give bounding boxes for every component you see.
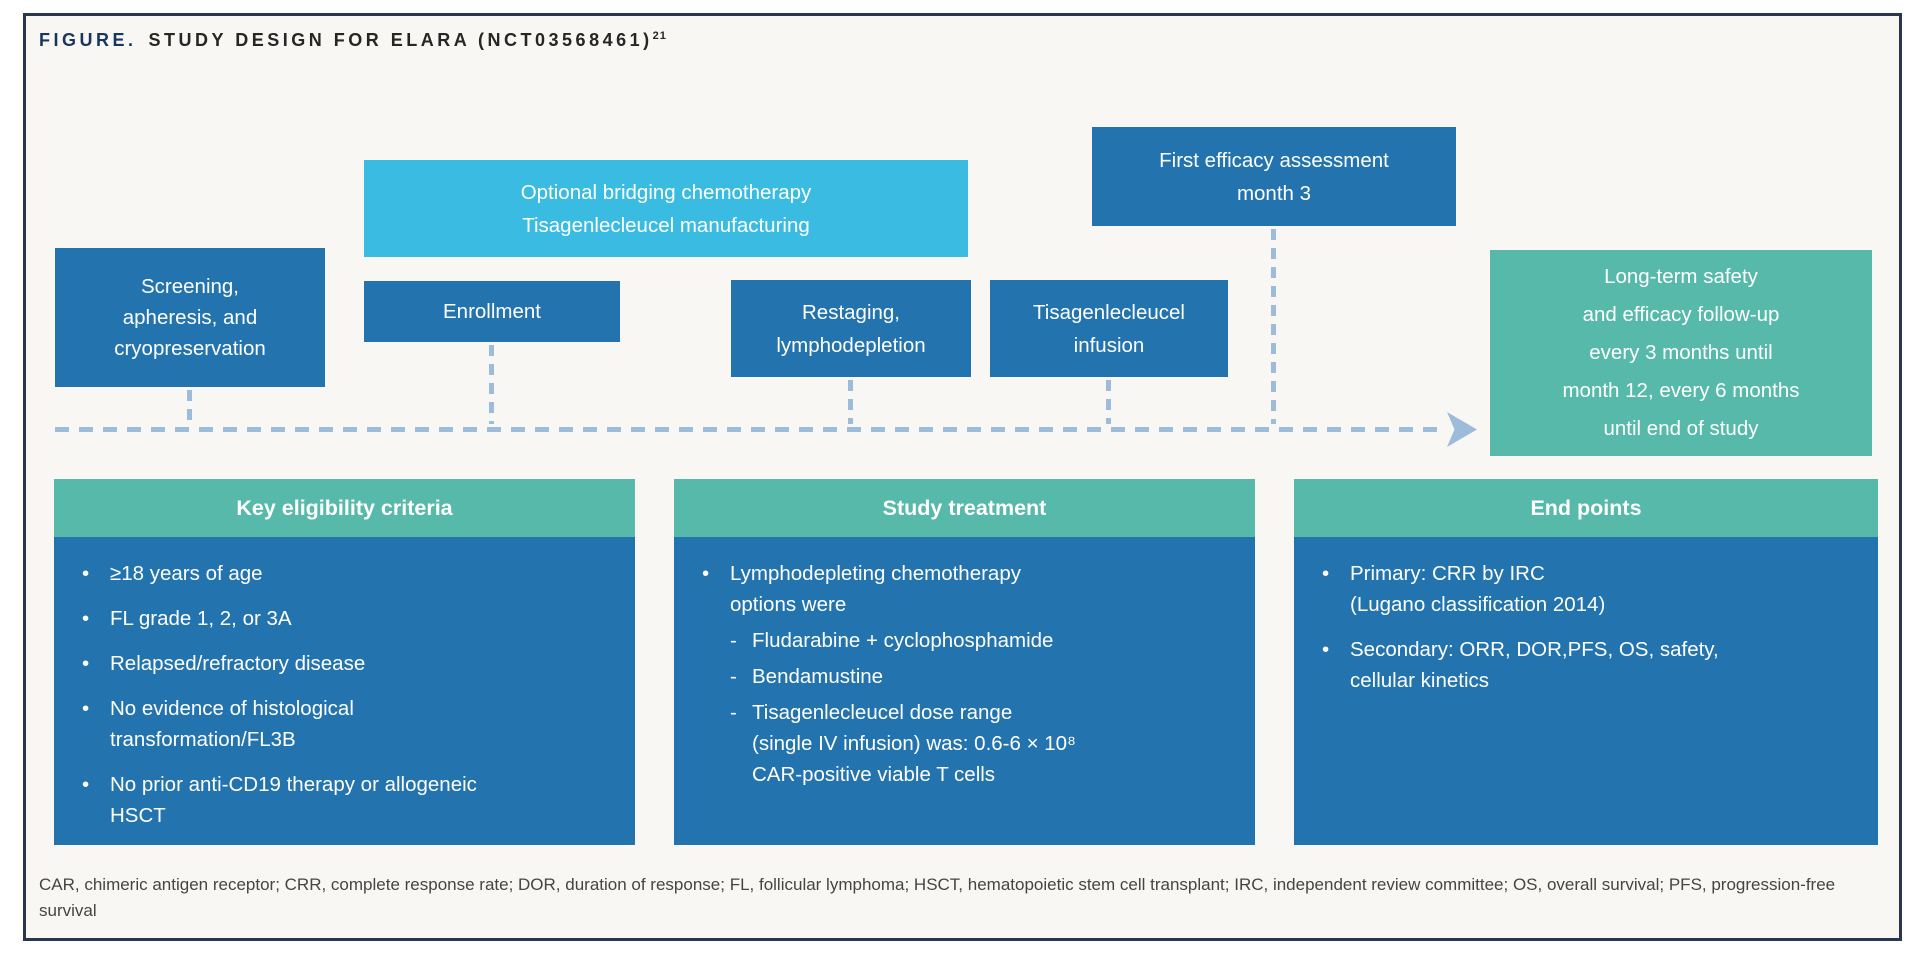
box-tisagenlecleucel-infusion: Tisagenlecleucel infusion [990,280,1228,377]
list-item-text: Secondary: ORR, DOR,PFS, OS, safety, cel… [1350,638,1719,692]
panel-study-treatment: Study treatment • Lymphodepleting chemot… [674,479,1255,845]
arrow-right-icon [1447,411,1478,453]
bullet-icon: • [82,562,90,585]
list-item: • Secondary: ORR, DOR,PFS, OS, safety, c… [1322,634,1860,696]
figure-title-text: STUDY DESIGN FOR ELARA (NCT03568461) [148,30,653,50]
list-item: • No prior anti-CD19 therapy or allogene… [82,769,617,831]
box-restaging-text: Restaging, lymphodepletion [776,300,926,357]
list-item-text: Primary: CRR by IRC (Lugano classificati… [1350,562,1606,616]
list-item-text: Fludarabine + cyclophosphamide [752,629,1054,652]
list-subitem: - Tisagenlecleucel dose range (single IV… [702,697,1237,790]
box-screening-text: Screening, apheresis, and cryopreservati… [114,275,266,360]
dash-icon: - [730,701,737,724]
box-enrollment-text: Enrollment [443,300,541,323]
list-item-text: ≥18 years of age [110,562,263,585]
bullet-icon: • [702,562,710,585]
connector-screening [187,390,192,424]
figure-title-label: FIGURE. [39,30,137,50]
bullet-icon: • [1322,562,1330,585]
connector-enrollment [489,345,494,424]
list-item-text: FL grade 1, 2, or 3A [110,607,292,630]
list-subitem: - Bendamustine [702,661,1237,692]
panel-key-eligibility-criteria: Key eligibility criteria • ≥18 years of … [54,479,635,845]
figure-title: FIGURE. STUDY DESIGN FOR ELARA (NCT035684… [39,30,667,51]
list-subitem: - Fludarabine + cyclophosphamide [702,625,1237,656]
bullet-icon: • [82,607,90,630]
panel-treatment-body: • Lymphodepleting chemotherapy options w… [674,537,1255,845]
figure-footnote: CAR, chimeric antigen receptor; CRR, com… [39,875,1836,921]
box-long-term-text: Long-term safety and efficacy follow-up … [1562,265,1800,440]
list-item: • Primary: CRR by IRC (Lugano classifica… [1322,558,1860,620]
figure-title-superscript: 21 [652,30,667,42]
panel-eligibility-header: Key eligibility criteria [54,479,635,537]
panel-treatment-header: Study treatment [674,479,1255,537]
dash-icon: - [730,665,737,688]
list-item: • Relapsed/refractory disease [82,648,617,679]
panel-endpoints-header: End points [1294,479,1878,537]
box-restaging-lymphodepletion: Restaging, lymphodepletion [731,280,971,377]
list-item-text: Tisagenlecleucel dose range (single IV i… [752,701,1076,786]
panel-end-points: End points • Primary: CRR by IRC (Lugano… [1294,479,1878,845]
bullet-icon: • [82,773,90,796]
panel-endpoints-body: • Primary: CRR by IRC (Lugano classifica… [1294,537,1878,845]
list-item: • ≥18 years of age [82,558,617,589]
box-first-efficacy-assessment: First efficacy assessment month 3 [1092,127,1456,226]
box-first-efficacy-text: First efficacy assessment month 3 [1159,148,1389,205]
connector-first-efficacy [1271,229,1276,424]
list-item: • FL grade 1, 2, or 3A [82,603,617,634]
timeline-dashed-line [55,427,1447,432]
connector-infusion [1106,380,1111,424]
connector-restaging [848,380,853,424]
panel-eligibility-body: • ≥18 years of age • FL grade 1, 2, or 3… [54,537,635,845]
box-screening-apheresis-cryopreservation: Screening, apheresis, and cryopreservati… [55,248,325,387]
bullet-icon: • [82,652,90,675]
bullet-icon: • [82,697,90,720]
dash-icon: - [730,629,737,652]
list-item-text: Lymphodepleting chemotherapy options wer… [730,562,1021,616]
bullet-icon: • [1322,638,1330,661]
box-long-term-follow-up: Long-term safety and efficacy follow-up … [1490,250,1872,456]
list-item-text: No evidence of histological transformati… [110,697,354,751]
box-infusion-text: Tisagenlecleucel infusion [1033,300,1185,357]
box-bridging-chemotherapy-manufacturing: Optional bridging chemotherapy Tisagenle… [364,160,968,257]
box-enrollment: Enrollment [364,281,620,342]
list-item-text: Relapsed/refractory disease [110,652,366,675]
list-item: • No evidence of histological transforma… [82,693,617,755]
list-item-text: No prior anti-CD19 therapy or allogeneic… [110,773,477,827]
box-bridging-text: Optional bridging chemotherapy Tisagenle… [520,180,812,237]
list-item: • Lymphodepleting chemotherapy options w… [702,558,1237,620]
list-item-text: Bendamustine [752,665,884,688]
